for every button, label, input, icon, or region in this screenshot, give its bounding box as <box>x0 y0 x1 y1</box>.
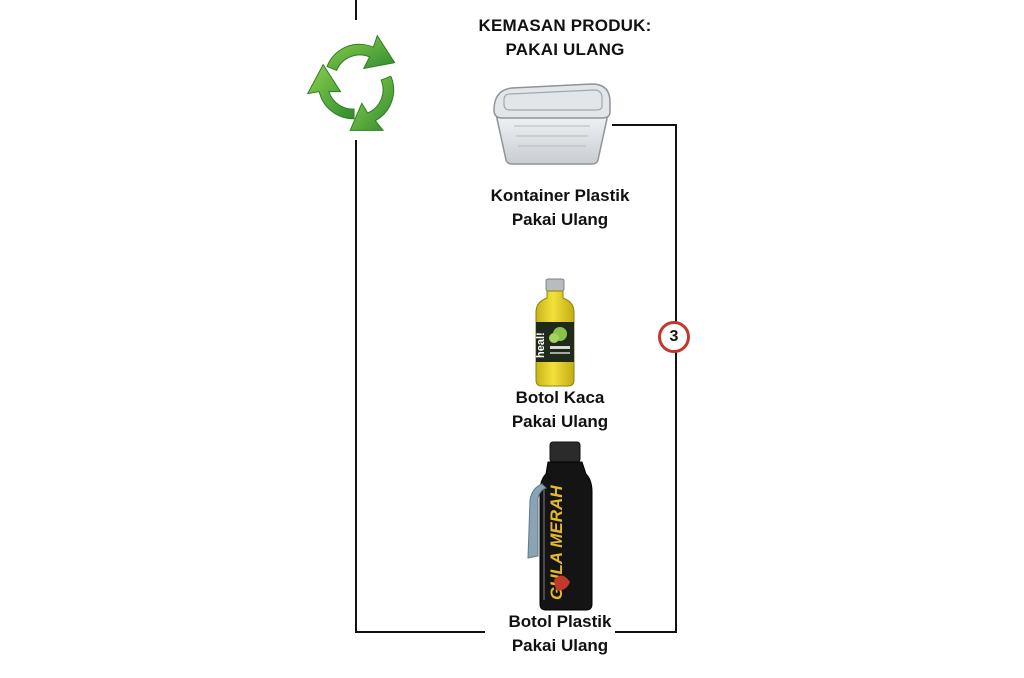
product-label-line-2: Pakai Ulang <box>511 210 609 229</box>
step-badge: 3 <box>658 321 690 353</box>
plastic-container-icon <box>493 83 611 165</box>
right-bottom-connector-line <box>615 631 677 633</box>
product-label-line-1: Kontainer Plastik <box>490 186 630 205</box>
recycle-arrows-icon <box>306 34 396 131</box>
bottom-connector-line <box>355 631 485 633</box>
glass-bottle-icon: heal! <box>535 278 575 387</box>
product-label-line-2: Pakai Ulang <box>511 412 609 431</box>
diagram-title: KEMASAN PRODUK: PAKAI ULANG <box>430 14 700 62</box>
product-label-plastic-container: Kontainer Plastik Pakai Ulang <box>460 184 660 232</box>
product-label-line-1: Botol Plastik <box>508 612 612 631</box>
top-right-connector-line <box>612 124 677 126</box>
glass-bottle-label-text: heal! <box>535 332 547 358</box>
right-vertical-line <box>675 124 677 633</box>
left-vertical-line-top <box>355 0 357 20</box>
product-label-line-2: Pakai Ulang <box>511 636 609 655</box>
left-vertical-line <box>355 140 357 633</box>
product-label-glass-bottle: Botol Kaca Pakai Ulang <box>470 386 650 434</box>
title-line-1: KEMASAN PRODUK: <box>478 16 652 35</box>
product-label-line-1: Botol Kaca <box>515 388 605 407</box>
plastic-bottle-label-text: GULA MERAH <box>547 485 566 600</box>
title-line-2: PAKAI ULANG <box>505 40 625 59</box>
product-label-plastic-bottle: Botol Plastik Pakai Ulang <box>470 610 650 658</box>
step-badge-number: 3 <box>669 328 679 345</box>
plastic-bottle-icon: GULA MERAH <box>527 441 593 611</box>
